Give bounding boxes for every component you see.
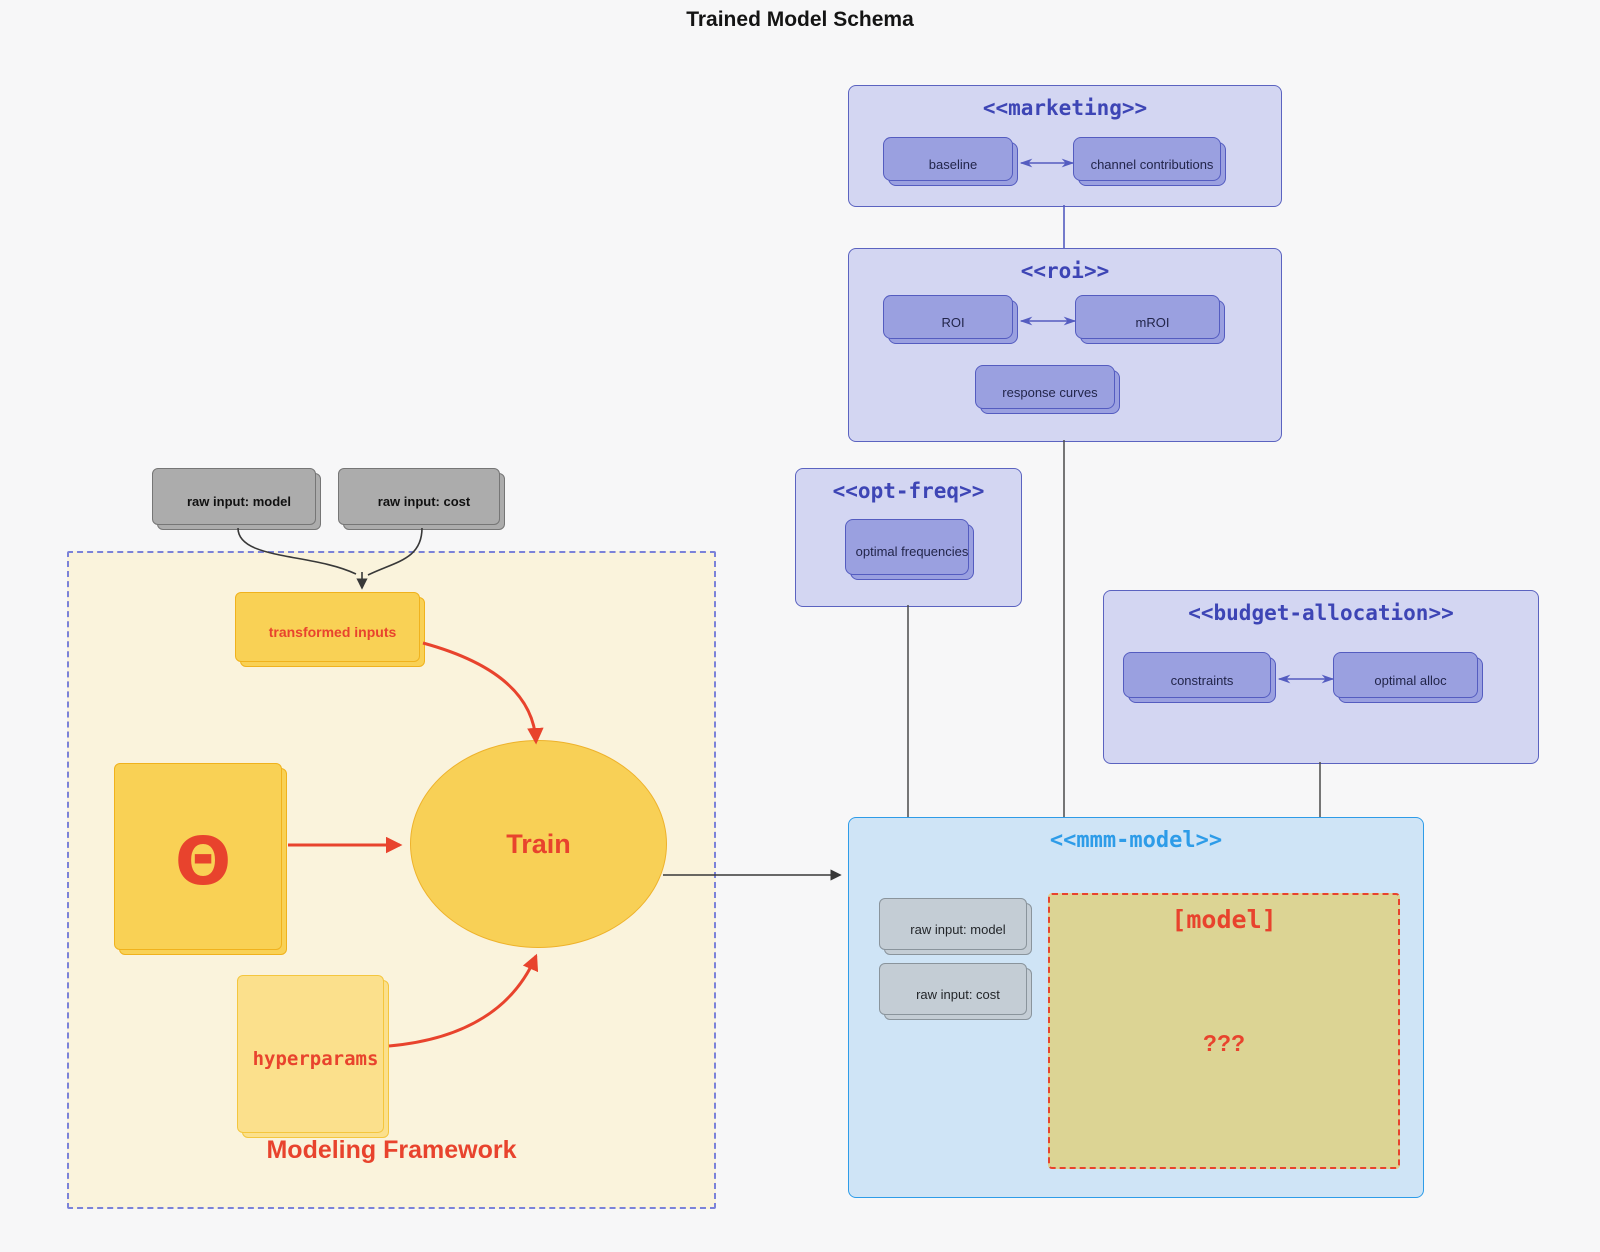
node-roi: ROI (883, 295, 1018, 344)
node-theta-label: Θ (174, 823, 232, 900)
node-mmm-raw-input-model: raw input: model (879, 898, 1032, 955)
cluster-budget-allocation-title: <<budget-allocation>> (1188, 601, 1454, 625)
node-mmm-raw-input-cost-label: raw input: cost (916, 986, 1000, 1002)
node-raw-input-model-label: raw input: model (187, 494, 291, 509)
node-mroi-label: mROI (1135, 314, 1170, 330)
node-theta: Θ (114, 763, 287, 955)
node-response-curves: response curves (975, 365, 1120, 414)
cluster-opt-freq-title: <<opt-freq>> (832, 479, 985, 503)
node-train: Train (410, 740, 667, 948)
node-mmm-raw-input-cost: raw input: cost (879, 963, 1032, 1020)
node-raw-input-model: raw input: model (152, 468, 321, 530)
node-baseline-label: baseline (928, 156, 978, 172)
cluster-roi-title: <<roi>> (1020, 259, 1110, 283)
cluster-marketing-title: <<marketing>> (982, 96, 1148, 120)
node-channel-contributions: channel contributions (1073, 137, 1226, 186)
node-mroi: mROI (1075, 295, 1225, 344)
node-roi-label: ROI (941, 314, 965, 330)
node-channel-contributions-label: channel contributions (1090, 156, 1214, 172)
node-optimal-alloc: optimal alloc (1333, 652, 1483, 703)
node-raw-input-cost-label: raw input: cost (377, 494, 471, 509)
node-baseline: baseline (883, 137, 1018, 186)
node-hyperparams: hyperparams (237, 975, 389, 1138)
node-train-label: Train (506, 828, 571, 859)
node-transformed-inputs: transformed inputs (235, 592, 425, 667)
model-placeholder-body: ??? (1202, 1030, 1246, 1056)
node-constraints: constraints (1123, 652, 1276, 703)
node-hyperparams-label: hyperparams (252, 1048, 379, 1070)
node-optimal-alloc-label: optimal alloc (1374, 672, 1447, 688)
diagram-title: Trained Model Schema (686, 8, 914, 31)
framework-label: Modeling Framework (266, 1136, 517, 1164)
node-response-curves-label: response curves (1002, 384, 1098, 400)
model-placeholder-header: [model] (1171, 905, 1277, 934)
node-mmm-raw-input-model-label: raw input: model (910, 921, 1006, 937)
node-model-placeholder: [model] ??? (1048, 893, 1400, 1169)
node-transformed-inputs-label: transformed inputs (268, 624, 397, 640)
node-raw-input-cost: raw input: cost (338, 468, 505, 530)
cluster-mmm-model-title: <<mmm-model>> (1049, 828, 1223, 853)
node-constraints-label: constraints (1170, 672, 1234, 688)
node-optimal-frequencies-label: optimal frequencies (855, 543, 969, 559)
node-optimal-frequencies: optimal frequencies (845, 519, 974, 580)
